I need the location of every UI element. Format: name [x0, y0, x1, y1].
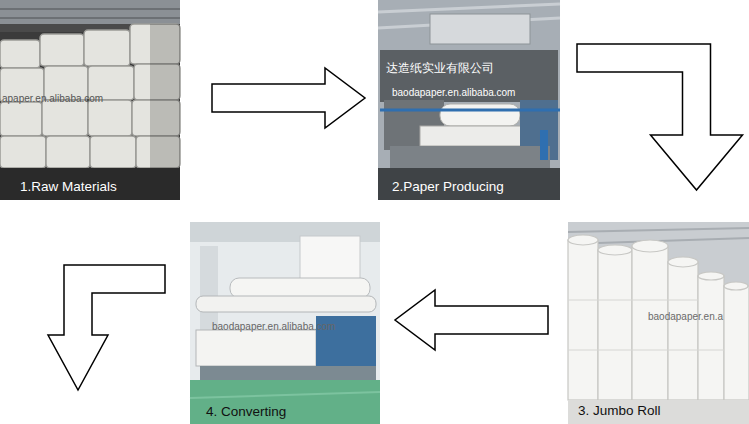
outgoing-arrow	[48, 265, 165, 390]
flow-arrow	[212, 68, 365, 128]
converting-photo	[190, 222, 380, 424]
step-caption: 1.Raw Materials	[20, 179, 180, 195]
jumbo-roll-photo	[568, 222, 749, 424]
watermark-text: baodapaper.en.a	[648, 311, 723, 322]
step-caption: 2.Paper Producing	[392, 179, 560, 195]
raw-materials-photo	[0, 0, 180, 200]
watermark-text: baodapaper.en.alibaba.com	[392, 87, 515, 98]
flow-arrow	[577, 44, 743, 190]
watermark-holder: apaper.en.alibaba.com	[2, 88, 103, 106]
watermark-holder: baodapaper.en.alibaba.com	[212, 316, 335, 334]
photo-panel: 4. Converting baodapaper.en.alibaba.com	[190, 222, 380, 424]
watermark-text: apaper.en.alibaba.com	[2, 93, 103, 104]
paper-machine-photo	[378, 0, 560, 200]
step-caption: 4. Converting	[206, 404, 380, 420]
watermark-holder: 达造纸实业有限公司	[386, 58, 494, 76]
watermark-holder: baodapaper.en.a	[648, 306, 723, 324]
watermark-text: 达造纸实业有限公司	[386, 61, 494, 75]
photo-panel: 3. Jumbo Roll baodapaper.en.a	[568, 222, 749, 424]
photo-panel: 2.Paper Producing 达造纸实业有限公司 baodapaper.en.…	[378, 0, 560, 200]
watermark-holder: baodapaper.en.alibaba.com	[392, 82, 515, 100]
photo-panel: 1.Raw Materials apaper.en.alibaba.com	[0, 0, 180, 200]
watermark-text: baodapaper.en.alibaba.com	[212, 321, 335, 332]
flow-arrow	[395, 290, 548, 350]
step-caption: 3. Jumbo Roll	[578, 403, 749, 419]
